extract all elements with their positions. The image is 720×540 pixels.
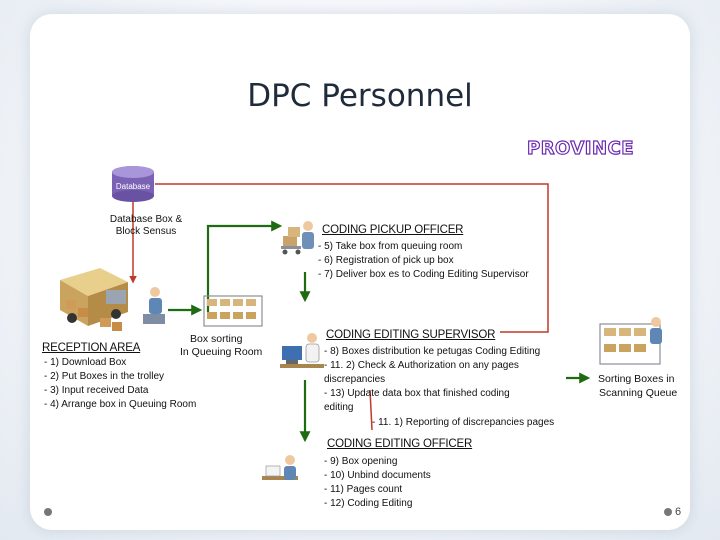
supervisor-sub-item: - 11. 1) Reporting of discrepancies page… (372, 417, 555, 428)
red-line-supervisor-down (369, 389, 373, 431)
coding-officer-item-3: - 11) Pages count (324, 484, 403, 495)
database-label: Database (115, 182, 151, 191)
coding-pickup-item-3: - 7) Deliver box es to Coding Editing Su… (318, 269, 529, 280)
supervisor-item-3: discrepancies (324, 374, 386, 385)
supervisor-item-5: editing (324, 402, 354, 413)
coding-officer-item-4: - 12) Coding Editing (324, 498, 413, 509)
reception-item-3: - 3) Input received Data (44, 385, 149, 396)
reception-truck-icon (60, 268, 165, 331)
right-bullet-icon (664, 508, 672, 516)
red-line-top (155, 183, 549, 333)
coding-officer-item-2: - 10) Unbind documents (324, 470, 431, 481)
box-sorting-line-1: Box sorting (190, 333, 243, 345)
coding-officer-item-1: - 9) Box opening (324, 456, 398, 467)
arrow-sorting-to-pickup (206, 220, 283, 312)
coding-pickup-heading: CODING PICKUP OFFICER (322, 224, 464, 236)
pickup-officer-icon (281, 221, 314, 255)
box-sorting-line-2: In Queuing Room (180, 346, 263, 358)
scanning-queue-line-2: Scanning Queue (599, 387, 678, 399)
supervisor-icon (280, 333, 324, 368)
coding-officer-icon (262, 455, 298, 480)
coding-officer-heading: CODING EDITING OFFICER (327, 438, 473, 450)
supervisor-item-4: - 13) Update data box that finished codi… (324, 388, 510, 399)
database-box-label: Database Box & Block Sensus (109, 214, 183, 237)
scanning-queue-icon (599, 317, 662, 365)
supervisor-heading: CODING EDITING SUPERVISOR (326, 329, 496, 341)
supervisor-item-1: - 8) Boxes distribution ke petugas Codin… (324, 346, 541, 357)
reception-heading: RECEPTION AREA (42, 342, 141, 354)
slide-frame (30, 14, 690, 530)
reception-item-4: - 4) Arrange box in Queuing Room (44, 399, 197, 410)
province-label: PROVINCE (526, 137, 635, 159)
coding-pickup-item-1: - 5) Take box from queuing room (318, 241, 463, 252)
box-sorting-icon (203, 295, 263, 327)
left-bullet-icon (44, 508, 52, 516)
page-number: 6 (675, 506, 682, 518)
coding-pickup-item-2: - 6) Registration of pick up box (318, 255, 454, 266)
scanning-queue-line-1: Sorting Boxes in (598, 373, 675, 385)
reception-item-1: - 1) Download Box (44, 357, 127, 368)
supervisor-item-2: - 11. 2) Check & Authorization on any pa… (324, 360, 519, 371)
slide-title: DPC Personnel (247, 78, 473, 114)
reception-item-2: - 2) Put Boxes in the trolley (44, 371, 165, 382)
